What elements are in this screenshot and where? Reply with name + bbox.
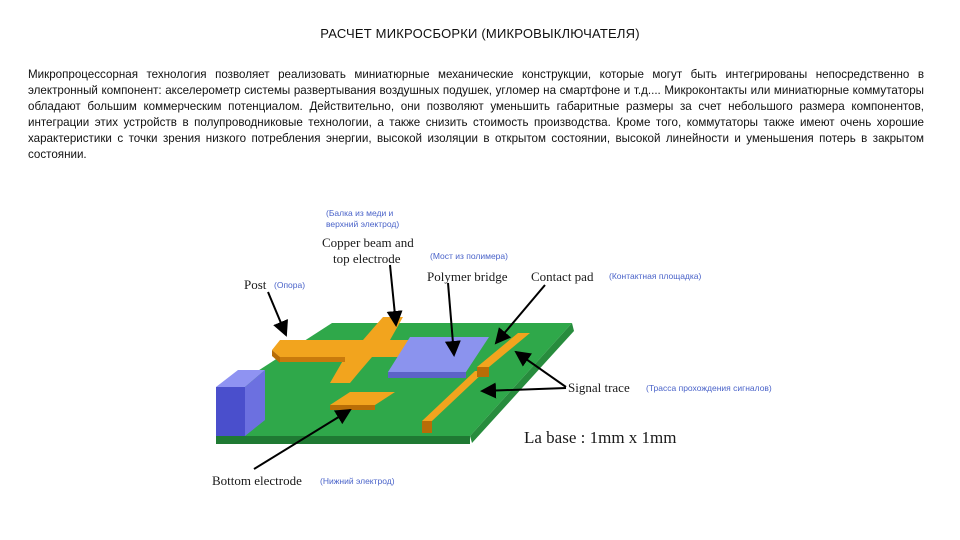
contact-pad-arrow (494, 284, 546, 345)
post-arrow (267, 291, 288, 337)
copper-beam-label-ru-1: (Балка из меди и (326, 208, 394, 218)
bottom-electrode-label-ru: (Нижний электрод) (320, 476, 395, 486)
base-size-caption: La base : 1mm x 1mm (524, 428, 677, 447)
post-label-ru: (Опора) (274, 280, 305, 290)
signal-trace-left (422, 371, 485, 421)
post-top (216, 370, 265, 387)
bottom-electrode-edge (330, 405, 375, 410)
slide-title: РАСЧЕТ МИКРОСБОРКИ (МИКРОВЫКЛЮЧАТЕЛЯ) (320, 26, 640, 41)
post-front (216, 387, 245, 436)
copper-beam-edge (272, 350, 280, 363)
copper-beam-label-ru-2: верхний электрод) (326, 219, 399, 229)
polymer-bridge-label: Polymer bridge (427, 269, 508, 284)
polymer-bridge-edge (388, 372, 466, 378)
polymer-bridge (388, 337, 489, 372)
contact-pad-label: Contact pad (531, 269, 594, 284)
signal-trace-right (477, 333, 530, 367)
signal-trace-arrow-2 (480, 382, 567, 399)
signal-trace-arrow-1 (514, 350, 567, 388)
substrate-right-edge (470, 323, 574, 443)
microswitch-diagram: (Балка из меди и верхний электрод) Coppe… (212, 208, 772, 488)
bottom-electrode-label: Bottom electrode (212, 473, 302, 488)
body-paragraph: Микропроцессорная технология позволяет р… (28, 68, 924, 161)
post-label: Post (244, 277, 267, 292)
polymer-bridge-arrow (444, 282, 461, 357)
signal-trace-label: Signal trace (568, 380, 630, 395)
polymer-bridge-label-ru: (Мост из полимера) (430, 251, 508, 261)
copper-beam-arrow (386, 264, 403, 327)
signal-trace-right-edge (477, 367, 489, 377)
bottom-electrode-arrow (253, 408, 352, 470)
bottom-electrode (330, 392, 395, 405)
signal-trace-left-edge (422, 421, 432, 433)
copper-beam (272, 317, 430, 383)
signal-trace-label-ru: (Трасса прохождения сигналов) (646, 383, 772, 393)
contact-pad-label-ru: (Контактная площадка) (609, 271, 702, 281)
copper-beam-label-1: Copper beam and (322, 235, 414, 250)
copper-beam-label-2: top electrode (333, 251, 401, 266)
post-side (245, 370, 265, 436)
copper-beam-front (280, 357, 345, 362)
substrate-front (216, 436, 470, 444)
